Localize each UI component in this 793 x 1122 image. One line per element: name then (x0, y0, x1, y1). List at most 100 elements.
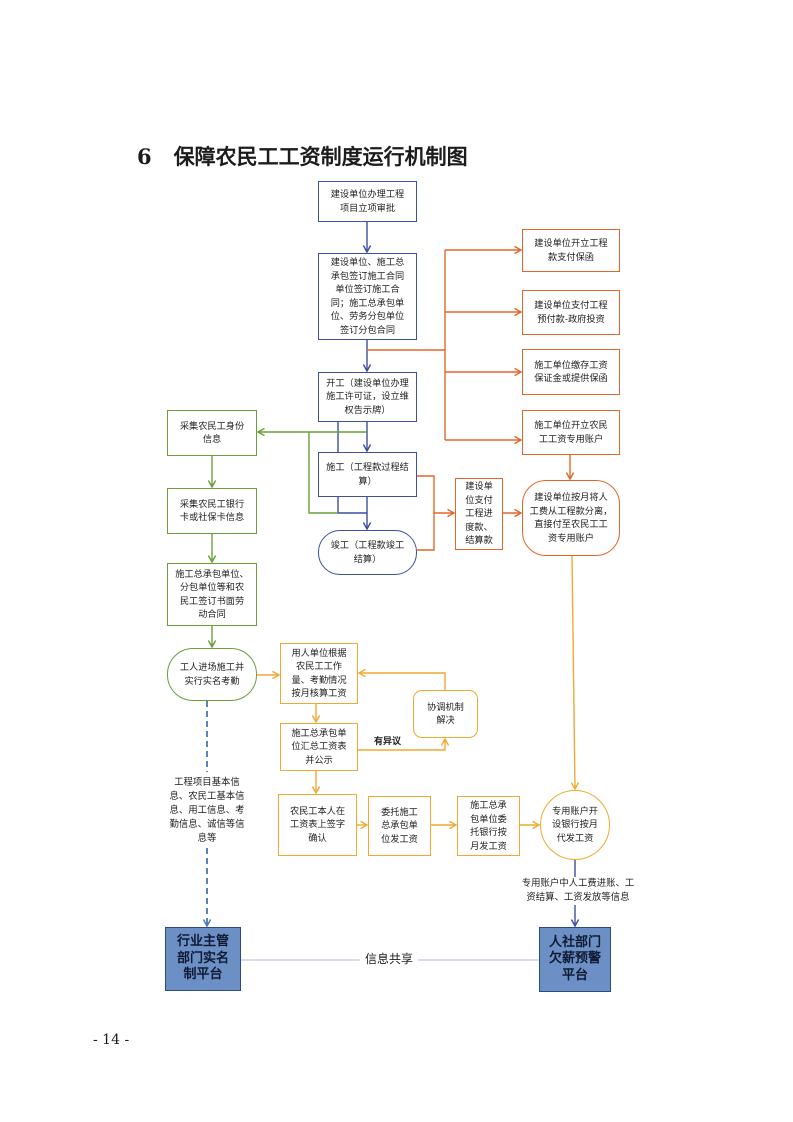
arrow-approval-to-contract-head (362, 245, 372, 254)
box-text-line: 工程进 (465, 508, 493, 520)
box-text-line: 采集农民工身份 (179, 420, 245, 432)
box-text-line: 施工总承 (470, 800, 507, 811)
arrow-progress-payment-to-labor-cost-separation-head (514, 508, 523, 518)
box-text-line: 平台 (561, 967, 588, 983)
label-text-line: 专用账户中人工费进账、工 (521, 878, 635, 889)
box-text-line: 工人进场施工并 (179, 662, 245, 673)
box-text-line: 位支付 (465, 494, 493, 506)
box-text-line: 项目立项审批 (339, 202, 396, 214)
arrow-identity-to-bank-card-head (207, 480, 217, 489)
dedicated-account-box: 施工单位开立农民 工工资专用账户 (522, 410, 620, 455)
label-text-line: 息、农民工基本信 (169, 791, 245, 802)
entrust-contractor-box: 委托施工 总承包单 位发工资 (368, 796, 431, 856)
box-text-line: 设银行按月 (552, 819, 598, 831)
box-text-line: 协调机制 (427, 701, 464, 713)
label-text-line: 资结算、工资发放等信息 (526, 892, 630, 903)
arrow-dedicated-account-to-labor-cost-separation-head (565, 472, 575, 481)
box-text-line: 建设单 (465, 481, 493, 493)
box-text-line: 款支付保函 (548, 251, 594, 263)
label-text-line: 息、用工信息、考 (169, 805, 245, 816)
box-text-line: 工工资专用账户 (538, 433, 604, 445)
arrow-payroll-publicity-to-worker-signature-head (311, 786, 321, 795)
box-text-line: 结算） (353, 553, 382, 565)
box-text-line: 部门实名 (176, 950, 229, 966)
box-text-line: 农民工本人在 (289, 805, 346, 817)
arrow-contract-to-start-work-head (362, 364, 372, 373)
box-text-line: 建设单位、施工总 (330, 257, 405, 268)
section-title: 保障农民工工资制度运行机制图 (173, 144, 468, 169)
box-text-line: 同；施工总承包单 (330, 297, 405, 309)
arrow-trunk-to-payment-guarantee-head (514, 245, 523, 255)
box-text-line: 托银行按 (470, 827, 507, 838)
section-heading: 6 保障农民工工资制度运行机制图 (137, 143, 468, 171)
arrow-coordination-to-wage-calculation (359, 672, 446, 690)
box-text-line: 结算款 (465, 535, 493, 547)
arrow-start-work-to-construction-head (362, 444, 372, 453)
box-text-line: 动合同 (198, 609, 226, 620)
box-text-line: 卡或社保卡信息 (179, 512, 245, 523)
box-text-line: 行业主管 (176, 934, 229, 950)
collect-identity-box: 采集农民工身份 信息 (167, 410, 257, 456)
wage-calculation-box: 用人单位根据 农民工工作 量、考勤情况 按月核算工资 (280, 643, 358, 704)
box-text-line: 施工单位缴存工资 (534, 359, 608, 371)
arrow-labor-cost-separation-to-bank-payroll (571, 555, 576, 790)
box-text-line: 月发工资 (470, 840, 507, 852)
line-settlement-bracket (417, 475, 435, 551)
coordination-box: 协调机制 解决 (413, 690, 478, 738)
arrow-start-work-to-identity-collection-head (256, 427, 265, 437)
box-text-line: 位汇总工资表 (291, 741, 347, 753)
arrow-labor-contract-to-attendance-head (207, 640, 217, 649)
box-text-line: 信息 (202, 434, 222, 445)
box-text-line: 民工签订书面劳 (179, 595, 245, 607)
box-text-line: 施工（工程款过程结 (326, 462, 409, 473)
page-number: - 14 - (93, 1032, 130, 1048)
arrow-attendance-to-wage-calculation-head (272, 670, 281, 680)
box-text-line: 竣工（工程款竣工 (330, 540, 405, 551)
section-number: 6 (137, 144, 152, 169)
box-text-line: 人社部门 (548, 934, 601, 950)
box-text-line: 施工单位开立农民 (534, 420, 608, 431)
arrow-worker-signature-to-entrust-contractor-head (360, 820, 369, 830)
box-text-line: 采集农民工银行 (179, 498, 245, 510)
label-text-line: 勤信息、诚信等信 (169, 819, 245, 830)
progress-payment-box: 建设单 位支付 工程进 度款、 结算款 (455, 478, 503, 550)
label-text-line: 工程项目基本信 (174, 777, 240, 788)
box-text-line: 确认 (308, 832, 327, 844)
project-approval-box: 建设单位办理工程 项目立项审批 (318, 181, 417, 222)
dashed-arrow-info-to-industry-platform-head (202, 919, 212, 928)
box-text-line: 并公示 (305, 754, 333, 766)
label-text-line: 息等 (197, 833, 217, 844)
box-text-line: 按月核算工资 (291, 688, 347, 699)
worker-signature-box: 农民工本人在 工资表上签字 确认 (278, 794, 357, 856)
industry-platform-box: 行业主管 部门实名 制平台 (165, 927, 241, 991)
industry-info-label: 工程项目基本信 息、农民工基本信 息、用工信息、考 勤信息、诚信等信 息等 (167, 776, 247, 846)
box-text-line: 资专用账户 (548, 532, 594, 544)
box-text-line: 签订分包合同 (339, 324, 396, 336)
box-text-line: 建设单位办理工程 (330, 189, 405, 200)
box-text-line: 建设单位开立工程 (534, 238, 608, 249)
box-text-line: 单位签订施工合 (335, 284, 400, 295)
arrow-labor-cost-separation-to-bank-payroll-head (570, 782, 580, 791)
box-text-line: 欠薪预警 (548, 951, 601, 967)
collect-bank-card-box: 采集农民工银行 卡或社保卡信息 (167, 488, 257, 534)
account-info-label: 专用账户中人工费进账、工 资结算、工资发放等信息 (513, 877, 643, 905)
objection-label: 有异议 (374, 737, 402, 747)
arrow-payroll-publicity-to-coordination-head (440, 737, 450, 746)
box-text-line: 量、考勤情况 (291, 674, 347, 686)
payment-guarantee-box: 建设单位开立工程 款支付保函 (522, 229, 620, 272)
box-text-line: 直接付至农民工工 (534, 519, 608, 530)
entrust-bank-box: 施工总承 包单位委 托银行按 月发工资 (457, 796, 520, 856)
box-text-line: 包单位委 (470, 813, 507, 825)
labor-contract-box: 施工总承包单位、 分包单位等和农 民工签订书面劳 动合同 (167, 563, 257, 626)
box-text-line: 施工许可证，设立维 (326, 391, 409, 403)
box-text-line: 实行实名考勤 (184, 675, 240, 687)
bank-payroll-box: 专用账户开 设银行按月 代发工资 (540, 790, 610, 860)
advance-payment-box: 建设单位支付工程 预付款-政府投资 (522, 290, 620, 335)
arrow-trunk-to-advance-payment-head (514, 307, 523, 317)
box-text-line: 总承包单 (381, 820, 418, 832)
construction-box: 施工（工程款过程结 算） (318, 452, 417, 497)
arrow-trunk-to-dedicated-account-head (514, 435, 523, 445)
box-text-line: 农民工工作 (296, 661, 342, 672)
